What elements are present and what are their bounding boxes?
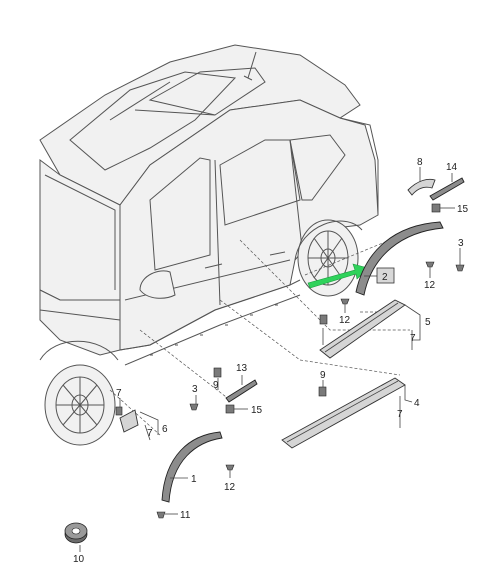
label-6: 6 [162, 424, 168, 435]
label-7-left: 7 [116, 388, 122, 399]
label-7-right-lower: 7 [397, 409, 403, 420]
vehicle-outline [39, 44, 379, 446]
part-12-clip-right [425, 261, 435, 268]
rear-wheel [44, 364, 116, 446]
part-12-clip-lower [225, 464, 235, 471]
front-wheel [297, 219, 359, 297]
label-7-right-upper: 7 [410, 333, 416, 344]
label-11: 11 [180, 510, 191, 521]
label-5: 5 [425, 317, 431, 328]
label-12-lower: 12 [224, 482, 236, 493]
part-3-bolt-left [189, 403, 199, 411]
part-14-strip [429, 177, 465, 201]
label-9-mid: 9 [320, 370, 326, 381]
label-3-right: 3 [458, 238, 464, 249]
part-10-tape-roll [64, 522, 88, 544]
part-6-cover [119, 409, 139, 433]
part-13-strip [225, 379, 258, 403]
leader-lines [79, 167, 461, 552]
part-11-screw [156, 511, 166, 519]
part-8-trim [407, 178, 436, 196]
label-12-mid: 12 [339, 315, 351, 326]
label-9-left: 9 [213, 380, 219, 391]
part-12-clip-mid [340, 298, 350, 305]
label-8: 8 [417, 157, 423, 168]
part-2-front-arch-trim [355, 221, 444, 296]
part-4-door-moulding [281, 377, 406, 449]
label-14: 14 [446, 162, 458, 173]
part-labels: 8 14 15 3 12 2 12 5 7 9 4 7 13 9 3 15 7 … [73, 157, 469, 562]
part-3-bolt-right [455, 264, 465, 272]
part-7-clip-left [115, 406, 123, 416]
part-1-rear-arch-trim [161, 431, 223, 503]
label-12-right: 12 [424, 280, 436, 291]
part-15-clip-lower [225, 404, 235, 414]
part-9-clip-left [213, 367, 222, 378]
label-4: 4 [414, 398, 420, 409]
label-2: 2 [382, 272, 388, 283]
part-15-clip-top [431, 203, 441, 213]
label-7-left-lower: 7 [147, 428, 153, 439]
part-9-clip-upper [319, 314, 328, 325]
part-9-clip-lower [318, 386, 327, 397]
label-2-box: 2 [376, 267, 395, 284]
label-3-left: 3 [192, 384, 198, 395]
label-15-lower: 15 [251, 405, 263, 416]
label-15-top: 15 [457, 204, 469, 215]
label-1: 1 [191, 474, 197, 485]
label-10: 10 [73, 554, 85, 562]
label-13: 13 [236, 363, 248, 374]
part-5-door-moulding [319, 299, 406, 359]
